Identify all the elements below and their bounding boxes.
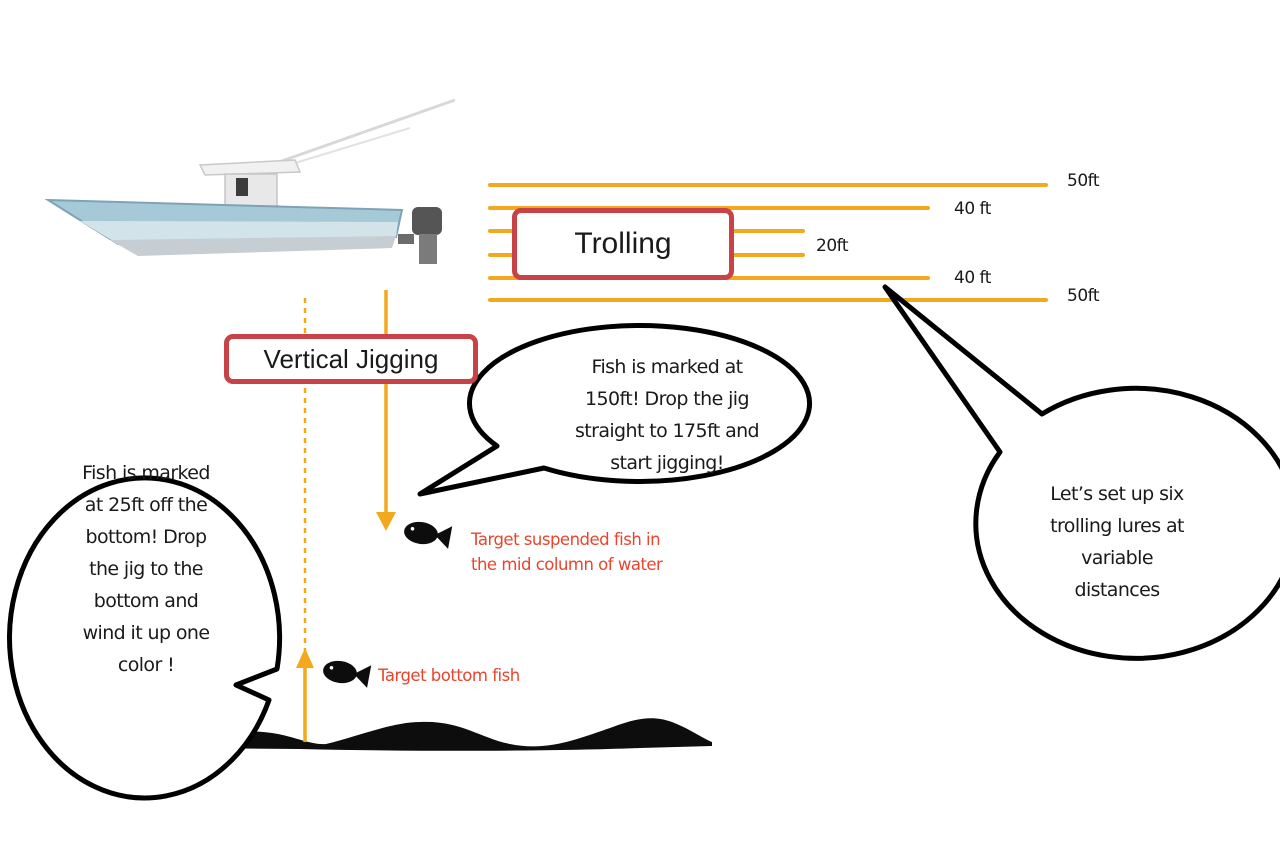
distance-label-40ft-top: 40 ft: [954, 199, 991, 219]
bubble-line: the jig to the: [89, 558, 203, 580]
bubble-line: Fish is marked at: [591, 356, 744, 378]
note-suspended-fish: Target suspended fish in the mid column …: [471, 527, 663, 577]
speech-bubble-trolling: [882, 284, 1280, 661]
speech-bubble-suspended: [417, 322, 812, 497]
note-line: Target suspended fish in: [471, 530, 661, 549]
bubble-line: Fish is marked: [82, 462, 210, 484]
bubble-line: wind it up one: [82, 622, 210, 644]
bubble-text-suspended: Fish is marked at 150ft! Drop the jig st…: [552, 351, 782, 479]
trolling-label: Trolling: [574, 227, 672, 260]
bubble-line: straight to 175ft and: [574, 420, 760, 442]
distance-label-50ft-bottom: 50ft: [1067, 286, 1099, 306]
bubble-text-bottom: Fish is marked at 25ft off the bottom! D…: [46, 457, 246, 681]
fish-icon-bottom: [323, 660, 372, 688]
speech-bubble-bottom: [7, 475, 283, 801]
bubble-line: trolling lures at: [1050, 515, 1184, 537]
bubble-line: distances: [1074, 579, 1160, 601]
bubble-line: bottom! Drop: [85, 526, 207, 548]
boat-icon: [44, 98, 456, 264]
trolling-label-box: Trolling: [512, 208, 734, 280]
bubble-line: 150ft! Drop the jig: [585, 388, 750, 410]
arrow-down-icon: [376, 512, 396, 531]
note-line: the mid column of water: [471, 555, 663, 574]
bubble-line: at 25ft off the: [84, 494, 208, 516]
arrow-up-icon: [296, 648, 314, 668]
seabed: [172, 718, 712, 751]
bubble-line: Let’s set up six: [1050, 483, 1184, 505]
bubble-text-trolling: Let’s set up six trolling lures at varia…: [1022, 478, 1212, 606]
distance-label-50ft-top: 50ft: [1067, 171, 1099, 191]
vertical-jigging-label-box: Vertical Jigging: [224, 334, 478, 384]
note-bottom-fish: Target bottom fish: [378, 666, 520, 685]
bubble-line: bottom and: [93, 590, 199, 612]
bubble-line: variable: [1081, 547, 1153, 569]
bubble-line: color !: [117, 654, 175, 676]
vertical-jigging-label: Vertical Jigging: [263, 343, 439, 374]
distance-label-40ft-bottom: 40 ft: [954, 268, 991, 288]
bubble-line: start jigging!: [610, 452, 724, 474]
distance-label-20ft: 20ft: [816, 236, 848, 256]
fish-icon-suspended: [404, 521, 453, 549]
